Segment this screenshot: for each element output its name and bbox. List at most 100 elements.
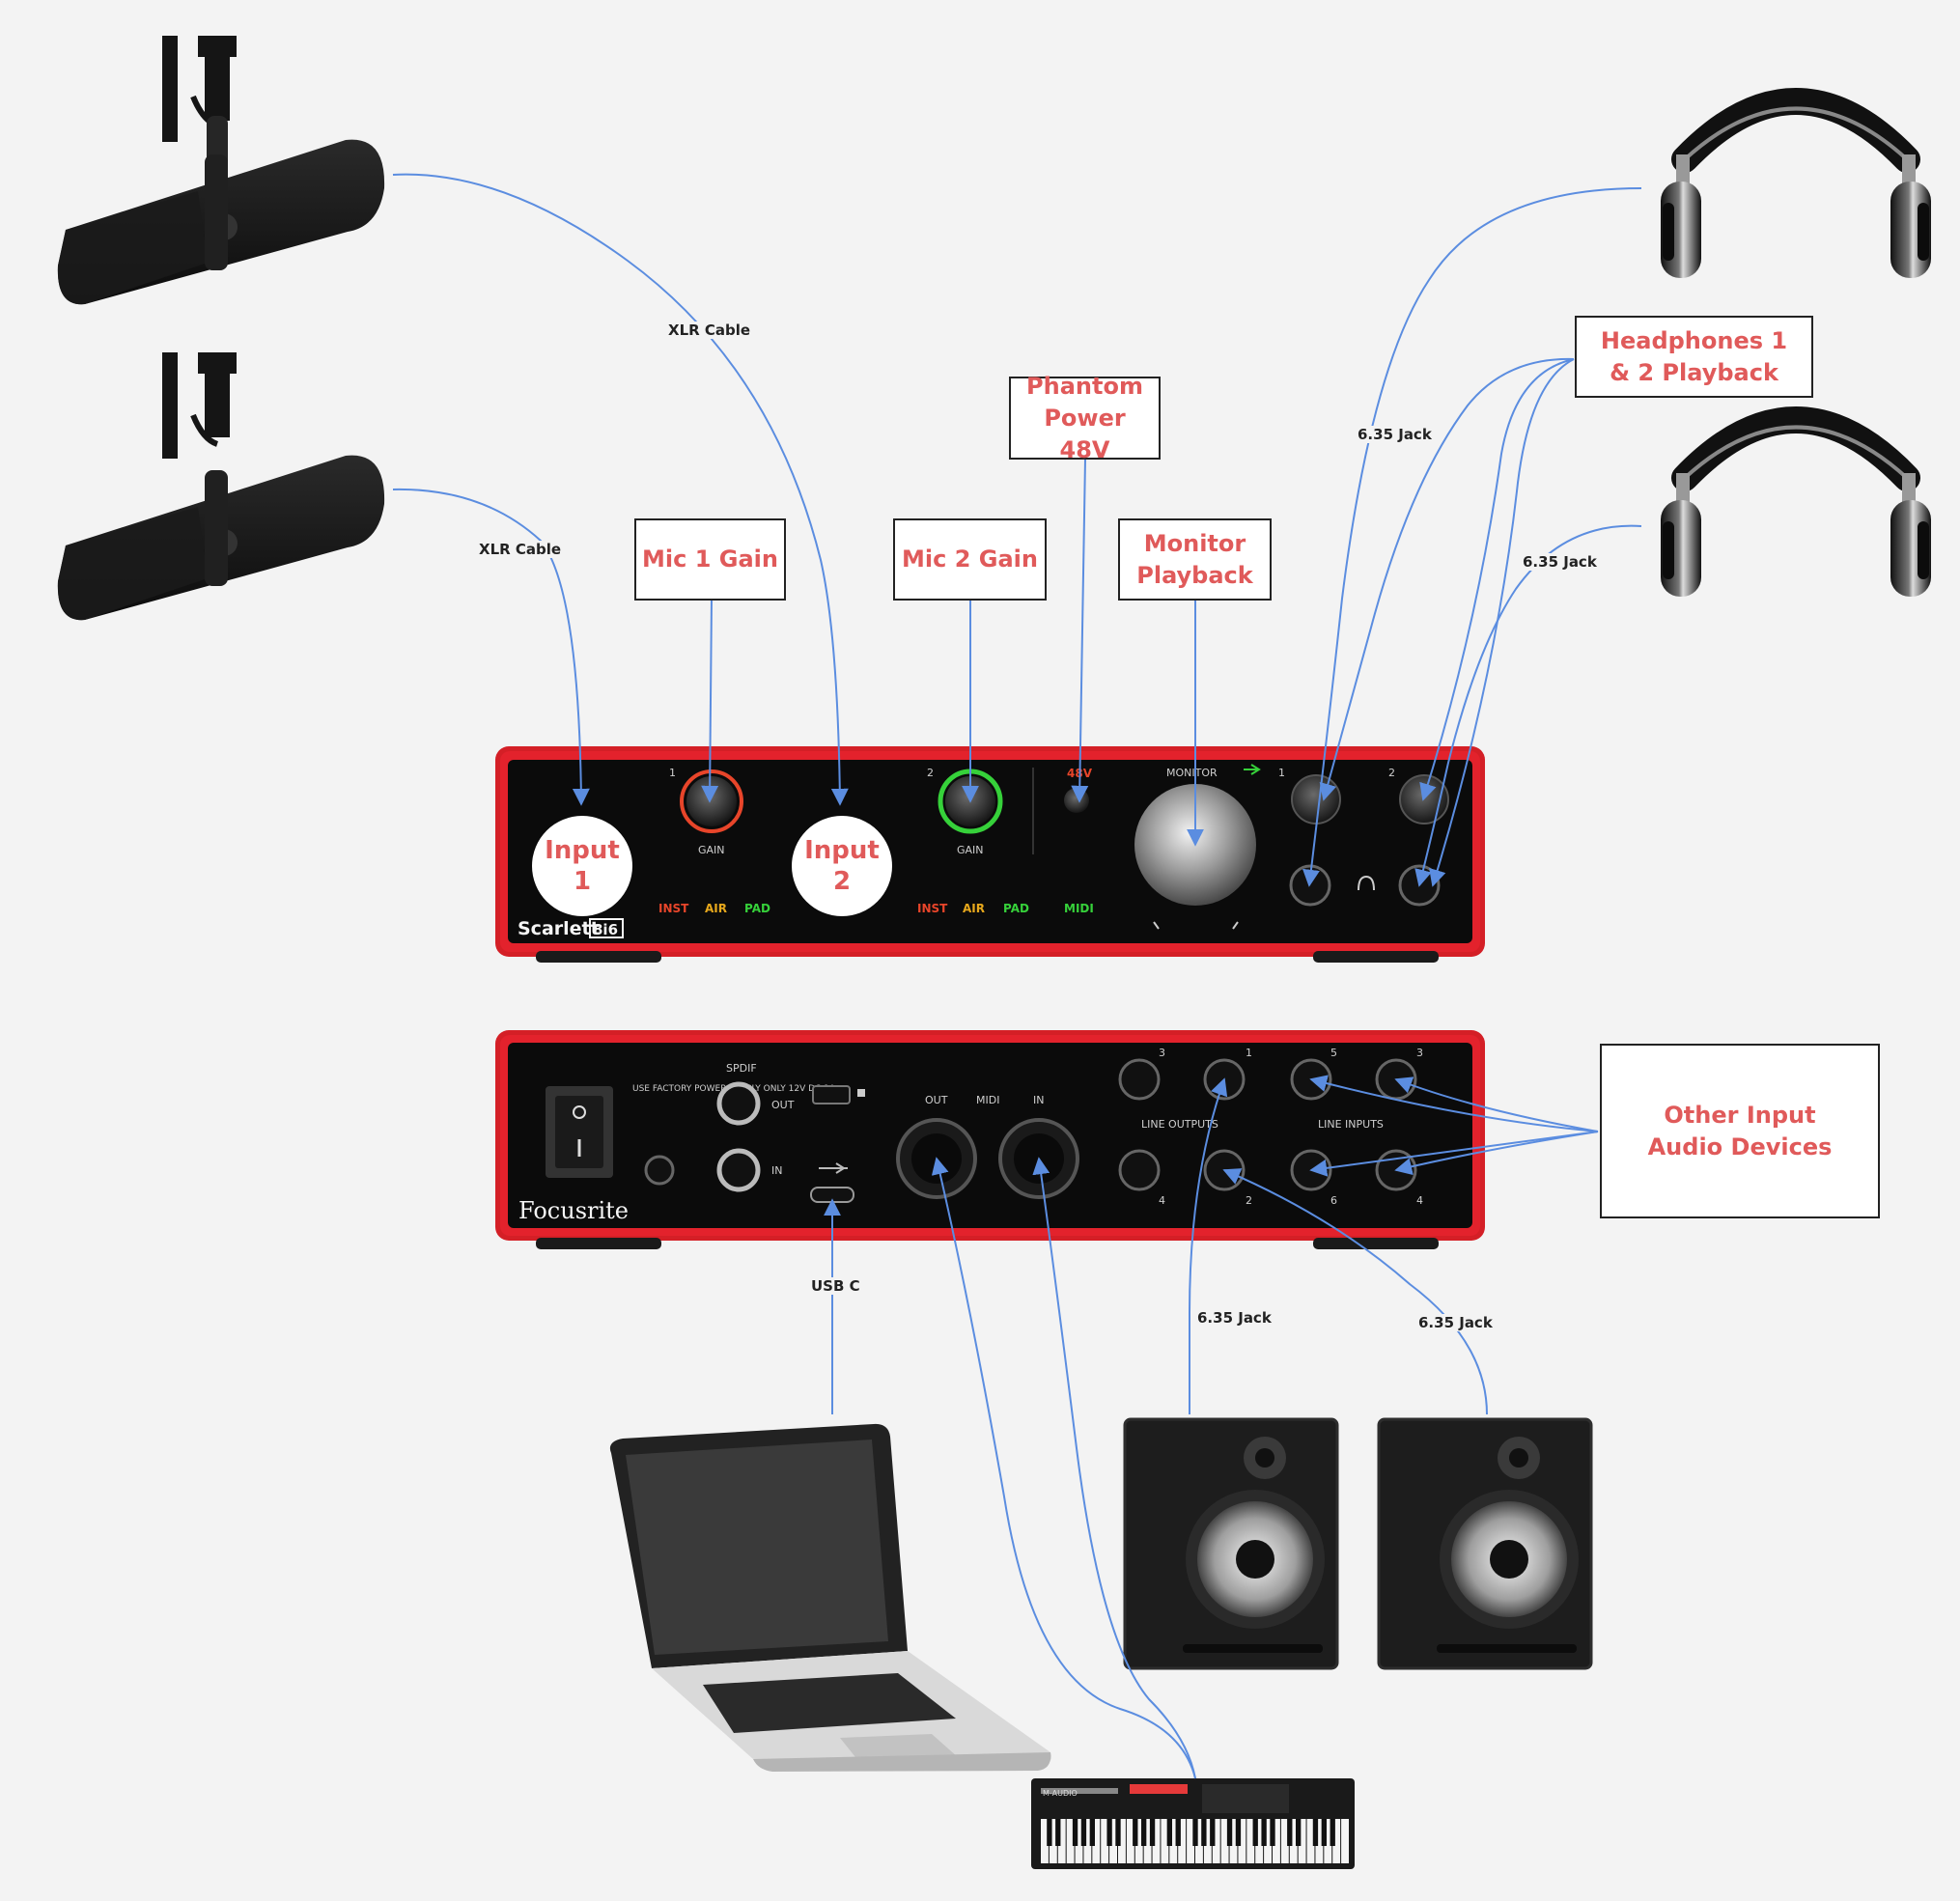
black-key: [1330, 1819, 1335, 1846]
line-output-number: 4: [1159, 1194, 1165, 1207]
black-key: [1321, 1819, 1327, 1846]
xlr-cable-label: XLR Cable: [477, 541, 564, 558]
other-inputs-arrow: [1309, 1075, 1599, 1132]
jack-cable-label: 6.35 Jack: [1416, 1314, 1495, 1331]
black-key: [1175, 1819, 1181, 1846]
black-key: [1210, 1819, 1216, 1846]
midi-in-cable: [1032, 1157, 1196, 1779]
headphone-number: 1: [1278, 767, 1285, 779]
white-key: [1143, 1819, 1152, 1863]
black-key: [1072, 1819, 1078, 1846]
other-inputs-arrow: [1394, 1131, 1599, 1176]
speaker-icon: [1377, 1417, 1593, 1670]
black-key: [1252, 1819, 1258, 1846]
midi-out-label: OUT: [925, 1094, 948, 1106]
black-key: [1270, 1819, 1275, 1846]
laptop-icon: [609, 1423, 1051, 1772]
black-key: [1089, 1819, 1095, 1846]
white-key: [1075, 1819, 1083, 1863]
headphone-1-cable: [1302, 187, 1642, 887]
line-input-number: 6: [1330, 1194, 1337, 1207]
black-key: [1080, 1819, 1087, 1846]
phantom-power-button[interactable]: [1064, 788, 1089, 813]
spdif-out-jack[interactable]: [716, 1081, 761, 1126]
midi-out-cable: [931, 1157, 1196, 1779]
white-key: [1238, 1819, 1246, 1863]
white-key: [1229, 1819, 1238, 1863]
channel-number: 2: [927, 767, 934, 779]
gain-label: GAIN: [698, 844, 725, 856]
speaker-2-cable: [1222, 1168, 1488, 1415]
black-key: [1261, 1819, 1267, 1846]
black-key: [1287, 1819, 1293, 1846]
line-outputs-label: LINE OUTPUTS: [1141, 1118, 1218, 1131]
spdif-in-jack[interactable]: [716, 1148, 761, 1192]
white-key: [1083, 1819, 1092, 1863]
monitor-label: MONITOR: [1166, 767, 1218, 779]
brand-label: Focusrite: [518, 1197, 629, 1224]
other-input-devices-label: Other Input Audio Devices: [1600, 1044, 1880, 1218]
mic-2-gain-label: Mic 2 Gain: [893, 518, 1047, 601]
midi-label: MIDI: [976, 1094, 999, 1106]
line-input-number: 4: [1416, 1194, 1423, 1207]
headphone-number: 2: [1388, 767, 1395, 779]
white-key: [1203, 1819, 1212, 1863]
white-key: [1109, 1819, 1117, 1863]
usb-c-port[interactable]: [810, 1187, 854, 1203]
line-output-number: 1: [1246, 1047, 1252, 1059]
black-key: [1055, 1819, 1061, 1846]
headphones-icon: [1661, 88, 1931, 278]
gain-1-arrow: [701, 598, 719, 803]
black-key: [1141, 1819, 1147, 1846]
monitor-playback-label: Monitor Playback: [1118, 518, 1272, 601]
speaker-1-cable: [1189, 1077, 1228, 1414]
headphone-2-cable: [1414, 524, 1642, 887]
input-2-jack[interactable]: Input 2: [792, 816, 892, 916]
interface-front-panel: 1 2 GAIN GAIN INST AIR PAD INST AIR PAD …: [495, 746, 1485, 963]
white-key: [1280, 1819, 1289, 1863]
gain-1-knob[interactable]: [686, 776, 737, 826]
dc-power-socket[interactable]: [644, 1155, 675, 1186]
power-switch-icon[interactable]: [546, 1086, 613, 1178]
jack-cable-label: 6.35 Jack: [1356, 426, 1434, 443]
input-1-jack[interactable]: Input 1: [532, 816, 632, 916]
white-key: [1161, 1819, 1169, 1863]
white-key: [1289, 1819, 1298, 1863]
white-key: [1101, 1819, 1109, 1863]
jack-cable-label: 6.35 Jack: [1521, 553, 1599, 571]
keyboard-brand: M-AUDIO: [1043, 1789, 1078, 1798]
line-inputs-label: LINE INPUTS: [1318, 1118, 1384, 1131]
usb-cable-label: USB C: [809, 1277, 862, 1295]
phantom-arrow: [1071, 458, 1089, 803]
interface-rear-panel: USE FACTORY POWER SUPPLY ONLY 12V DC 1A …: [495, 1030, 1485, 1249]
white-key: [1255, 1819, 1264, 1863]
pad-indicator: PAD: [744, 902, 770, 915]
spdif-out-label: OUT: [771, 1099, 795, 1111]
black-key: [1192, 1819, 1198, 1846]
jack-cable-label: 6.35 Jack: [1195, 1309, 1274, 1327]
line-output-number: 2: [1246, 1194, 1252, 1207]
line-output-jack[interactable]: [1118, 1149, 1161, 1191]
white-key: [1220, 1819, 1229, 1863]
brand-label: Scarlett: [518, 918, 600, 939]
hp-playback-arrow: [1419, 358, 1575, 801]
security-slot: [812, 1085, 851, 1104]
midi-indicator: MIDI: [1064, 902, 1094, 915]
white-key: [1187, 1819, 1194, 1863]
line-output-jack[interactable]: [1118, 1058, 1161, 1101]
white-key: [1246, 1819, 1255, 1863]
hp-playback-arrow: [1429, 358, 1575, 887]
inst-indicator: INST: [658, 902, 689, 915]
headphone-1-level-knob[interactable]: [1291, 774, 1341, 825]
black-key: [1312, 1819, 1319, 1846]
headphones-icon: [1358, 875, 1375, 891]
air-indicator: AIR: [705, 902, 727, 915]
white-key: [1195, 1819, 1203, 1863]
black-key: [1149, 1819, 1156, 1846]
white-key: [1212, 1819, 1220, 1863]
white-key: [1092, 1819, 1101, 1863]
white-key: [1264, 1819, 1272, 1863]
midi-keyboard-icon: M-AUDIO: [1031, 1778, 1355, 1869]
white-key: [1273, 1819, 1280, 1863]
